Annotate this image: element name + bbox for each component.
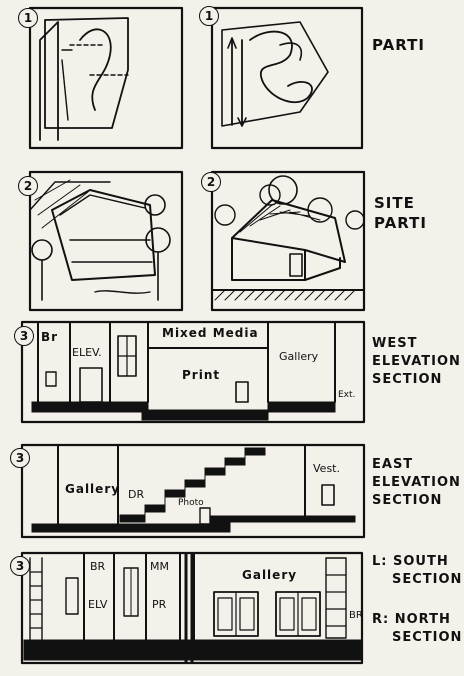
east-section-floor <box>31 515 356 533</box>
heading-east-line3: SECTION <box>372 493 443 508</box>
panel-number-badge: 3 <box>14 326 34 346</box>
label-photo: Photo <box>178 498 204 508</box>
panel-number-badge: 3 <box>10 448 30 468</box>
label-elev: ELEV. <box>72 346 102 359</box>
heading-south-line1: L: SOUTH <box>372 554 449 569</box>
heading-site-parti-line1: SITE <box>374 194 415 212</box>
panel-number-badge: 1 <box>199 6 219 26</box>
site-parti-panel-left <box>28 170 184 312</box>
panel-number-badge: 3 <box>10 556 30 576</box>
west-section-floor <box>31 401 336 421</box>
label-gallery: Gallery <box>242 568 298 582</box>
heading-north-line2: SECTION <box>392 630 463 645</box>
heading-west-line1: WEST <box>372 336 418 351</box>
label-elv: ELV <box>88 598 108 611</box>
section-divider <box>184 553 194 663</box>
label-dr: DR <box>128 488 145 501</box>
panel-number-badge: 2 <box>18 176 38 196</box>
panel-number-badge: 2 <box>201 172 221 192</box>
parti-panel-right <box>210 6 364 150</box>
heading-west-line3: SECTION <box>372 372 443 387</box>
label-br-right: BR <box>349 610 363 621</box>
heading-site-parti-line2: PARTI <box>374 214 427 232</box>
label-print: Print <box>182 368 221 382</box>
west-section-drawing <box>20 320 366 424</box>
label-gallery: Gallery <box>65 482 121 496</box>
parti-panel-left <box>28 6 184 150</box>
label-vest: Vest. <box>313 462 340 475</box>
panel-number-badge: 1 <box>18 8 38 28</box>
label-gallery: Gallery <box>279 350 319 363</box>
heading-west-line2: ELEVATION <box>372 354 461 369</box>
heading-east-line2: ELEVATION <box>372 475 461 490</box>
east-section-drawing <box>20 443 366 539</box>
label-mm: MM <box>150 560 169 573</box>
label-mixed-media: Mixed Media <box>162 326 259 340</box>
label-br: BR <box>90 560 106 573</box>
heading-parti: PARTI <box>372 36 425 54</box>
heading-north-line1: R: NORTH <box>372 612 451 627</box>
site-parti-panel-right <box>210 170 366 312</box>
heading-east-line1: EAST <box>372 457 414 472</box>
heading-south-line2: SECTION <box>392 572 463 587</box>
label-pr: PR <box>152 598 167 611</box>
label-ext: Ext. <box>338 390 356 400</box>
label-br: Br <box>41 330 59 344</box>
east-section-stairs <box>119 447 266 523</box>
